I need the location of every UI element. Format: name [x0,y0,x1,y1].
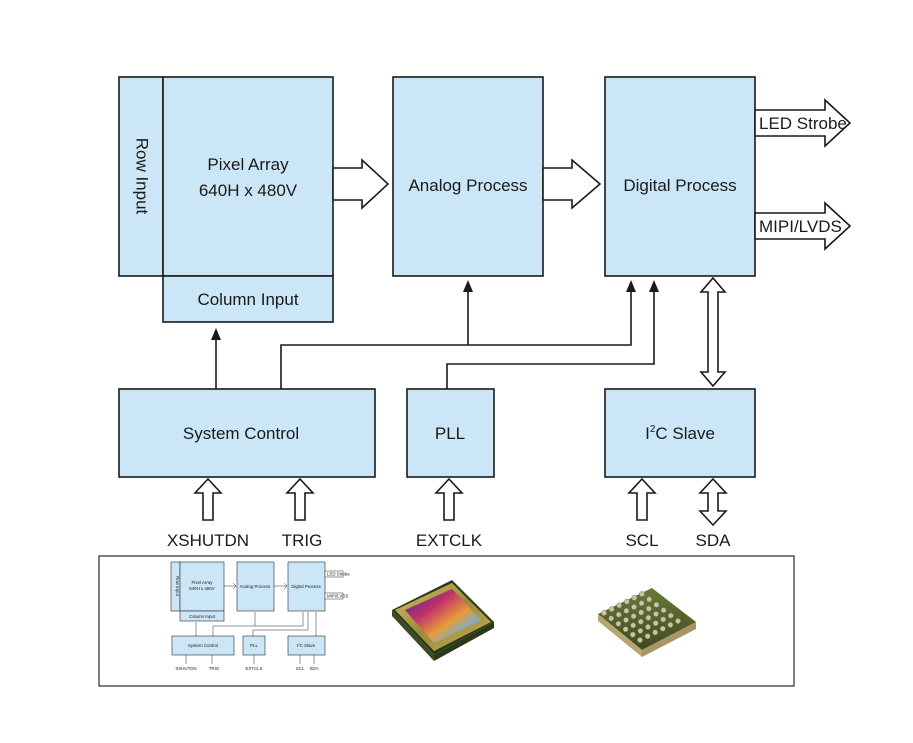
solder-ball [615,620,622,627]
analog-process-block: Analog Process [392,76,544,277]
solder-ball [653,611,659,617]
pixel-array-label: Pixel Array [207,155,289,174]
mini-system-control-label: System Control [188,643,218,648]
solder-ball [637,637,643,643]
trig-label: TRIG [282,531,323,550]
mini-scl-label: SCL [296,666,305,671]
system-control-block: System Control [118,388,376,478]
solder-ball [623,598,630,605]
mipi-lvds-label: MIPI/LVDS [759,217,842,236]
digital-process-label: Digital Process [623,176,736,195]
solder-ball [659,625,666,632]
analog-to-digital-arrow [542,158,602,210]
solder-ball [645,614,652,621]
i2c-slave-block: I2C Slave [604,388,756,478]
pll-to-digital-wire [446,292,655,389]
scl-arrow [627,477,657,521]
solder-ball [675,618,681,624]
mini-row-input-label: Row Input [175,576,180,597]
solder-ball [622,626,629,633]
mini-diagram-thumbnail: Row Input Pixel Array 640H x 480V Column… [170,561,350,671]
mini-led-strobe-label: LED Strobe [327,572,350,577]
mini-mipi-label: MIPI/LVDS [327,594,348,599]
solder-ball [652,620,659,627]
solder-ball [644,633,651,640]
solder-ball [637,627,644,634]
solder-ball [623,617,629,623]
scl-label: SCL [625,531,658,550]
pixel-to-analog-arrow [332,158,390,210]
xshutdn-arrow [193,477,223,521]
analog-arrowhead [463,280,473,292]
pll-block: PLL [406,388,495,478]
mini-analog-label: Analog Process [240,584,272,589]
pixel-array-block: Pixel Array 640H x 480V [162,76,334,277]
solder-ball [629,631,636,638]
solder-ball [637,618,644,625]
solder-ball [630,613,637,620]
solder-ball [638,609,645,616]
extclk-arrow [434,477,464,521]
pixel-array-resolution: 640H x 480V [199,181,298,200]
solder-ball [616,602,623,609]
i2c-slave-label: I2C Slave [645,424,715,443]
solder-ball [608,615,615,622]
solder-ball [645,624,651,630]
mini-pixel-array-resolution: 640H x 480V [189,586,214,591]
i2c-digital-double-arrow [699,276,727,388]
syscontrol-bus-wire [280,292,632,389]
solder-ball [608,606,615,613]
solder-ball [653,601,660,608]
column-input-label: Column Input [197,290,298,309]
solder-ball [631,604,637,610]
xshutdn-label: XSHUTDN [167,531,249,550]
mini-extclk-label: EXTCLK [245,666,262,671]
mini-digital-label: Digital Process [291,584,321,589]
solder-ball [615,611,622,618]
solder-ball [667,621,674,628]
solder-ball [660,616,667,623]
mini-sda-label: SDA [309,666,318,671]
solder-ball [638,600,645,607]
mini-column-input-label: Column Input [189,614,216,619]
image-sensor-chip-image [392,580,494,661]
analog-process-label: Analog Process [408,176,527,195]
mini-pixel-array-label: Pixel Array [192,580,214,585]
bga-package-image [598,588,696,657]
column-input-arrowhead [211,328,221,340]
led-strobe-arrow [754,98,852,148]
solder-ball [630,622,637,629]
mini-trig-label: TRIG [209,666,220,671]
digital-process-block: Digital Process [604,76,756,277]
solder-ball [652,629,659,636]
trig-arrow [285,477,315,521]
row-input-block: Row Input [118,76,164,277]
row-input-label: Row Input [133,138,152,215]
solder-ball [623,607,630,614]
led-strobe-label: LED Strobe [759,114,847,133]
column-input-block: Column Input [162,275,334,323]
solder-ball [660,607,667,614]
mipi-lvds-arrow [754,201,852,251]
solder-ball [601,610,607,616]
solder-ball [631,594,638,601]
sda-label: SDA [696,531,732,550]
solder-ball [645,605,652,612]
mini-xshutdn-label: XSHUTDN [175,666,196,671]
sda-double-arrow [698,477,728,527]
digital-arrowhead-2 [649,280,659,292]
digital-arrowhead-1 [626,280,636,292]
mini-pll-label: PLL [250,643,258,648]
extclk-label: EXTCLK [416,531,483,550]
pll-label: PLL [435,424,465,443]
system-control-label: System Control [183,424,299,443]
solder-ball [639,591,645,597]
solder-ball [667,612,674,619]
solder-ball [646,596,653,603]
bga-solder-balls [601,591,681,643]
mini-i2c-label: I2C Slave [297,643,316,649]
